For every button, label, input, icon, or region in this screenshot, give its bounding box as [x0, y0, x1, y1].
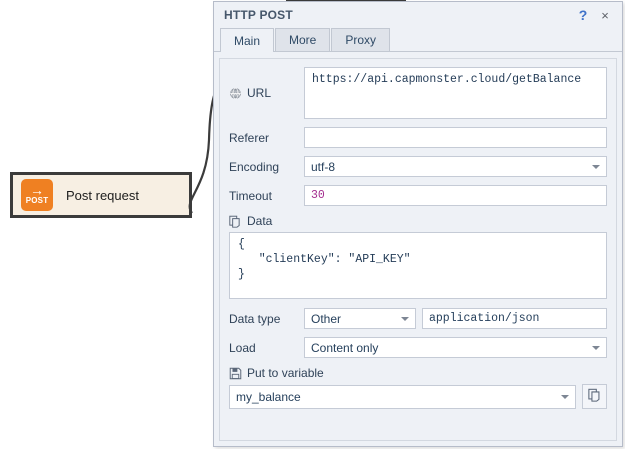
- load-label: Load: [229, 340, 256, 355]
- svg-text:www: www: [230, 91, 242, 96]
- url-input[interactable]: https://api.capmonster.cloud/getBalance: [304, 67, 607, 119]
- main-tab-panel: www URL https://api.capmonster.cloud/get…: [219, 58, 617, 441]
- tab-strip: Main More Proxy: [214, 28, 622, 52]
- chevron-down-icon: [401, 316, 409, 321]
- data-label: Data: [247, 214, 273, 228]
- dialog-title: HTTP POST: [224, 8, 293, 22]
- put-to-variable-label-wrap: Put to variable: [229, 366, 607, 380]
- chevron-down-icon: [561, 394, 569, 399]
- data-type-select[interactable]: Other: [304, 308, 416, 329]
- timeout-label: Timeout: [229, 188, 272, 203]
- tab-main[interactable]: Main: [220, 28, 275, 52]
- put-to-variable-label: Put to variable: [247, 366, 324, 380]
- node-label: Post request: [66, 187, 139, 203]
- url-row: www URL https://api.capmonster.cloud/get…: [229, 67, 607, 119]
- chevron-down-icon: [592, 345, 600, 350]
- copy-pages-icon: [229, 215, 242, 228]
- dialog-titlebar: HTTP POST ? ×: [214, 2, 622, 28]
- load-select[interactable]: Content only: [304, 337, 607, 358]
- load-value: Content only: [311, 340, 379, 355]
- timeout-input[interactable]: 30: [304, 185, 607, 206]
- referer-row: Referer: [229, 127, 607, 148]
- put-to-variable-row: my_balance: [229, 384, 607, 409]
- data-type-row: Data type Other application/json: [229, 308, 607, 329]
- save-floppy-icon: [229, 367, 242, 380]
- referer-input[interactable]: [304, 127, 607, 148]
- tab-proxy[interactable]: Proxy: [331, 28, 391, 51]
- encoding-row: Encoding utf-8: [229, 156, 607, 177]
- tab-more[interactable]: More: [275, 28, 331, 51]
- timeout-value: 30: [311, 189, 325, 202]
- http-post-dialog: HTTP POST ? × Main More Proxy www: [213, 1, 623, 447]
- data-type-value: Other: [311, 311, 342, 326]
- post-badge-label: POST: [25, 195, 49, 205]
- encoding-label: Encoding: [229, 159, 280, 174]
- url-label-wrap: www URL: [229, 86, 304, 100]
- encoding-select[interactable]: utf-8: [304, 156, 607, 177]
- data-textarea[interactable]: { "clientKey": "API_KEY" }: [229, 232, 607, 299]
- load-row: Load Content only: [229, 337, 607, 358]
- help-icon[interactable]: ?: [578, 7, 588, 23]
- post-request-node[interactable]: → POST Post request: [10, 172, 192, 218]
- globe-www-icon: www: [229, 87, 242, 100]
- copy-variable-button[interactable]: [582, 384, 607, 409]
- timeout-row: Timeout 30: [229, 185, 607, 206]
- variable-value: my_balance: [236, 389, 301, 404]
- referer-label: Referer: [229, 130, 270, 145]
- data-label-wrap: Data: [229, 214, 607, 228]
- content-type-input[interactable]: application/json: [422, 308, 607, 329]
- chevron-down-icon: [592, 164, 600, 169]
- post-arrow-icon: → POST: [21, 179, 53, 211]
- url-label: URL: [247, 86, 272, 100]
- encoding-value: utf-8: [311, 159, 336, 174]
- close-icon[interactable]: ×: [601, 7, 609, 23]
- data-type-label: Data type: [229, 311, 281, 326]
- copy-pages-icon: [587, 388, 602, 405]
- variable-select[interactable]: my_balance: [229, 384, 576, 409]
- arrow-glyph: →: [30, 181, 44, 198]
